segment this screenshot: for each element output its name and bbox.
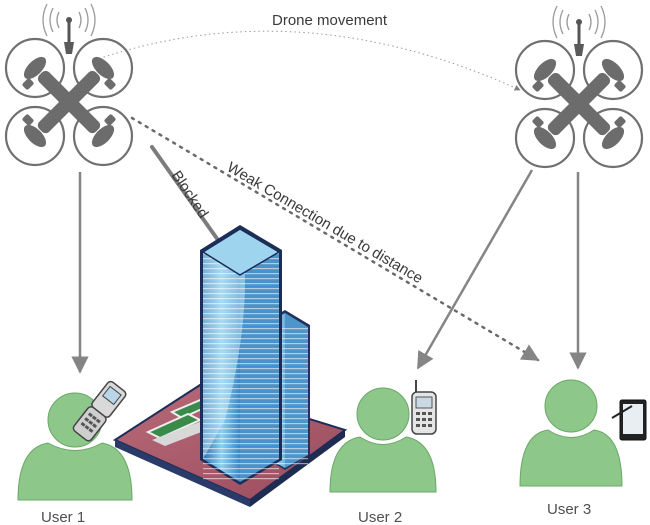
drone-left-icon (4, 3, 134, 167)
building-icon (112, 225, 348, 507)
antenna-signal-icon (552, 5, 606, 56)
user-3-avatar (519, 379, 623, 487)
blocked-label: Blocked (168, 168, 212, 222)
tablet-icon (611, 399, 647, 441)
drone-movement-label: Drone movement (272, 12, 388, 29)
link-drone2-user2 (416, 169, 534, 370)
user-2-avatar (329, 387, 437, 493)
user-3-label: User 3 (547, 501, 591, 518)
drone-movement-arc (94, 30, 521, 91)
user-1-label: User 1 (41, 509, 85, 525)
handheld-phone-icon (411, 380, 437, 435)
user-2-label: User 2 (358, 509, 402, 525)
weak-connection-line (130, 116, 540, 362)
blocked-line (150, 145, 220, 242)
flip-phone-icon (72, 380, 127, 442)
antenna-signal-icon (42, 3, 96, 54)
drone-right-icon (514, 5, 644, 169)
